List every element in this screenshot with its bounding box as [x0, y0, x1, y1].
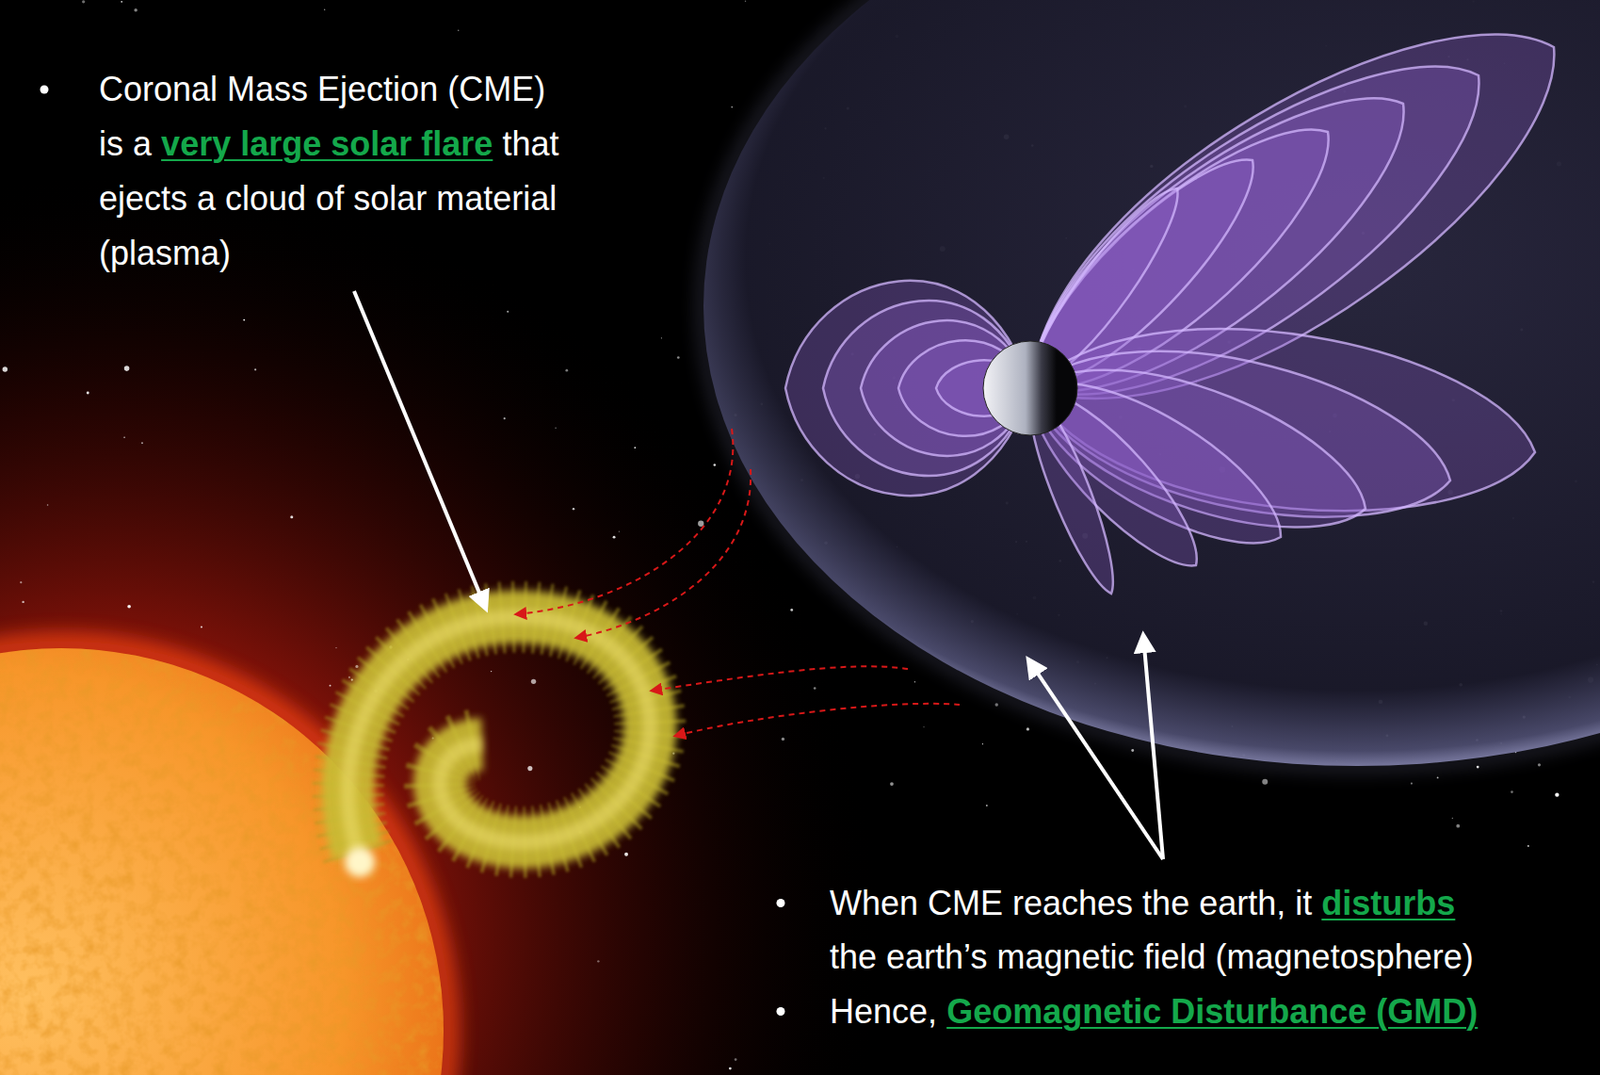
highlight-term: very large solar flare — [161, 124, 493, 163]
star — [242, 319, 245, 322]
star — [781, 737, 785, 741]
star — [1261, 778, 1268, 785]
star — [86, 391, 90, 395]
star — [914, 680, 916, 682]
star — [1527, 844, 1530, 847]
star — [348, 676, 351, 679]
star — [1455, 824, 1460, 828]
star — [624, 852, 629, 857]
star — [982, 743, 984, 744]
star — [565, 369, 568, 372]
star — [618, 530, 620, 532]
star — [47, 503, 49, 506]
star — [127, 604, 131, 609]
star — [728, 1066, 732, 1070]
star — [713, 463, 717, 467]
star — [323, 9, 325, 11]
star — [141, 441, 144, 444]
star — [790, 608, 793, 612]
star — [355, 664, 358, 668]
earth-globe — [983, 340, 1078, 436]
star — [613, 535, 616, 539]
magnetic-field-lines — [785, 33, 1554, 594]
star — [503, 417, 506, 420]
highlight-term: Geomagnetic Disturbance (GMD) — [946, 991, 1478, 1031]
star — [734, 1057, 738, 1061]
star — [661, 337, 663, 339]
caption-text: Hence, — [829, 991, 938, 1031]
star — [133, 8, 137, 12]
star — [1131, 748, 1134, 752]
star — [457, 30, 459, 32]
caption-text: the earth’s magnetic field (magnetospher… — [829, 937, 1474, 976]
star — [200, 625, 203, 628]
star — [1026, 727, 1030, 730]
star — [123, 436, 125, 437]
star — [1537, 762, 1541, 766]
bullet-dot — [40, 85, 49, 95]
highlight-term: disturbs — [1321, 883, 1455, 922]
star — [120, 0, 123, 3]
bullet-text: Coronal Mass Ejection (CME) is avery lar… — [98, 62, 577, 281]
plasma-flow-arrows — [516, 428, 960, 736]
bullet-dot — [776, 1006, 786, 1016]
star — [597, 959, 599, 962]
star — [490, 670, 492, 672]
star — [730, 106, 733, 109]
bullet-text: When CME reaches the earth, itdisturbs th… — [829, 875, 1474, 984]
star — [1452, 817, 1454, 819]
star — [1554, 792, 1559, 797]
bow-shock-glow — [703, 0, 1600, 766]
star — [21, 600, 24, 603]
star — [922, 726, 924, 728]
magnetosphere-boundary — [703, 0, 1600, 766]
star — [744, 0, 746, 2]
leader-arrows — [354, 290, 1164, 859]
star — [1476, 765, 1480, 769]
star — [1437, 776, 1439, 779]
star — [1410, 782, 1413, 785]
star — [81, 0, 85, 3]
star — [329, 684, 332, 687]
star — [697, 520, 704, 527]
flare-spot — [344, 846, 375, 877]
star — [985, 804, 988, 807]
star — [2, 366, 8, 372]
star — [19, 581, 22, 583]
star — [531, 678, 536, 684]
star — [124, 365, 130, 372]
star — [527, 765, 533, 771]
star — [995, 702, 999, 706]
star — [254, 368, 257, 371]
cme-cloud — [348, 616, 651, 853]
star — [889, 781, 894, 786]
caption-text: When CME reaches the earth, it — [829, 883, 1312, 922]
star — [290, 515, 293, 518]
star — [1510, 790, 1514, 793]
star — [554, 427, 557, 430]
star — [335, 646, 337, 648]
star — [572, 507, 575, 510]
star — [506, 310, 509, 313]
star — [813, 686, 817, 690]
bullet-text: Hence,Geomagnetic Disturbance (GMD) — [829, 984, 1478, 1038]
star — [351, 678, 354, 680]
bullet-dot — [776, 898, 786, 907]
bullet-dots — [40, 85, 786, 1017]
star — [677, 355, 680, 359]
star — [633, 446, 636, 449]
